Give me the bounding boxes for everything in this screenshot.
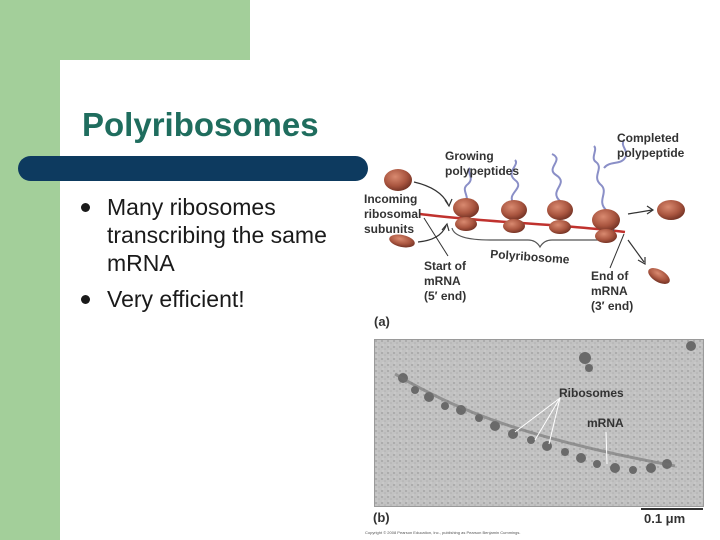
completed-polypeptide	[603, 139, 628, 169]
arrow	[646, 205, 655, 215]
label-incoming: ribosomal	[364, 207, 421, 221]
bullet-dot-icon	[81, 203, 90, 212]
polypeptide-chain	[463, 167, 472, 205]
arrow	[627, 209, 653, 215]
label-completed: polypeptide	[617, 146, 685, 160]
incoming-large-subunit	[384, 169, 412, 191]
ribosomes-label: Ribosomes	[559, 386, 624, 400]
bullet-text: Very efficient!	[107, 286, 245, 312]
polyribosome-brace	[451, 227, 615, 249]
label-end: mRNA	[591, 284, 628, 298]
panel-a-label: (a)	[374, 314, 390, 329]
label-start: mRNA	[424, 274, 461, 288]
label-polyribosome: Polyribosome	[490, 247, 570, 267]
label-end: (3′ end)	[591, 299, 633, 313]
label-end: End of	[591, 269, 629, 283]
mrna-label: mRNA	[587, 416, 624, 430]
arrow	[413, 181, 449, 205]
scale-label: 0.1 μm	[644, 511, 686, 526]
polyribosome-diagram: Completed polypeptide Growing polypeptid…	[364, 131, 685, 329]
electron-micrograph: Ribosomes mRNA	[374, 339, 704, 507]
pointer-line	[609, 233, 625, 269]
ribosome	[592, 209, 620, 243]
released-small-subunit	[648, 268, 670, 284]
scale-bar	[641, 508, 703, 510]
bullet-list: Many ribosomes transcribing the same mRN…	[80, 193, 340, 321]
top-green-band	[0, 0, 250, 60]
incoming-small-subunit	[389, 234, 415, 248]
arrow	[441, 222, 450, 232]
arrow	[637, 257, 646, 266]
released-large-subunit	[657, 200, 685, 220]
bullet-dot-icon	[81, 295, 90, 304]
arrow	[444, 198, 453, 208]
ribosome	[501, 200, 527, 233]
label-incoming: Incoming	[364, 192, 417, 206]
panel-b-label: (b)	[373, 510, 390, 525]
ribosome	[453, 198, 479, 231]
polypeptide-chain	[592, 145, 607, 211]
label-start: Start of	[424, 259, 467, 273]
bullet-text: Many ribosomes transcribing the same mRN…	[107, 194, 327, 276]
ribosome	[547, 200, 573, 234]
bullet-item: Many ribosomes transcribing the same mRN…	[80, 193, 340, 277]
bullet-item: Very efficient!	[80, 285, 340, 313]
micrograph-image: Ribosomes mRNA	[375, 340, 703, 506]
title-divider-bar	[18, 156, 368, 181]
polypeptide-chain	[551, 153, 562, 202]
pointer-line	[423, 217, 449, 257]
label-growing: Growing	[445, 149, 494, 163]
copyright-text: Copyright © 2008 Pearson Education, Inc.…	[365, 530, 521, 535]
label-completed: Completed	[617, 131, 679, 145]
label-growing: polypeptides	[445, 164, 519, 178]
polypeptide-chain	[510, 159, 520, 204]
label-incoming: subunits	[364, 222, 414, 236]
arrow	[627, 239, 645, 263]
slide-title: Polyribosomes	[82, 106, 319, 143]
label-start: (5′ end)	[424, 289, 466, 303]
arrow	[417, 225, 447, 243]
left-green-band	[0, 0, 60, 540]
